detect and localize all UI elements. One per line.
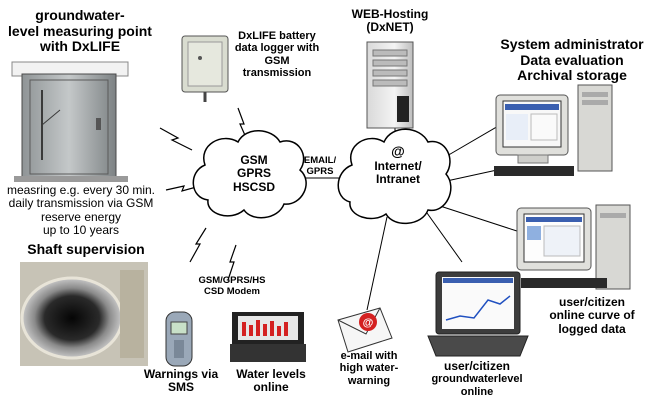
- gsm-cloud-label: GSM GPRS HSCSD: [232, 153, 275, 194]
- server-tower-image: [366, 41, 414, 129]
- laptop-image: [427, 271, 529, 357]
- at-symbol: @: [391, 143, 405, 159]
- modem-label: GSM/GPRS/HS CSD Modem: [198, 275, 266, 297]
- measuring-point-title: groundwater- level measuring point with …: [8, 7, 152, 55]
- mobile-phone-image: [165, 311, 193, 367]
- data-logger-image: [181, 35, 229, 102]
- warnings-label: Warnings via SMS: [143, 367, 219, 395]
- measuring-cabinet-image: [11, 61, 129, 182]
- water-levels-label: Water levels online: [236, 367, 306, 395]
- modem-device-image: [230, 312, 306, 362]
- bolt-icon: [165, 185, 201, 192]
- bolt-icon: [159, 127, 193, 151]
- email-envelope-image: @: [337, 307, 393, 353]
- email-warning-label: e-mail with high water- warning: [339, 350, 399, 387]
- bolt-icon: [189, 227, 207, 263]
- email-gprs-label: EMAIL/ GPRS: [303, 155, 337, 177]
- measuring-info: measring e.g. every 30 min. daily transm…: [6, 183, 156, 238]
- sysadmin-label: System administrator Data evaluation Arc…: [500, 36, 644, 84]
- shaft-title: Shaft supervision: [27, 241, 145, 257]
- web-hosting-label: WEB-Hosting (DxNET): [351, 7, 429, 35]
- gsm-cloud: [192, 130, 307, 219]
- internet-to-admin-pc-line: [441, 169, 498, 183]
- connection-lines: [290, 117, 521, 311]
- at-icon: @: [363, 317, 374, 329]
- internet-cloud: [337, 128, 452, 224]
- shaft-photo-image: [20, 262, 148, 366]
- bolt-icon: [237, 107, 249, 143]
- admin-computer-image: [494, 84, 613, 176]
- bolt-icon: [227, 244, 237, 281]
- internet-to-laptop-line: [426, 212, 463, 263]
- wireless-links: [159, 107, 249, 281]
- logger-label: DxLIFE battery data logger with GSM tran…: [234, 30, 320, 79]
- citizen-pc-label: user/citizen online curve of logged data: [549, 295, 635, 336]
- internet-to-email-line: [366, 216, 388, 311]
- internet-cloud-label: @ Internet/ Intranet: [358, 143, 438, 187]
- laptop-label: user/citizen groundwaterlevel online: [431, 359, 523, 398]
- internet-to-citizen-pc-line: [436, 204, 521, 233]
- citizen-computer-image: [516, 204, 631, 290]
